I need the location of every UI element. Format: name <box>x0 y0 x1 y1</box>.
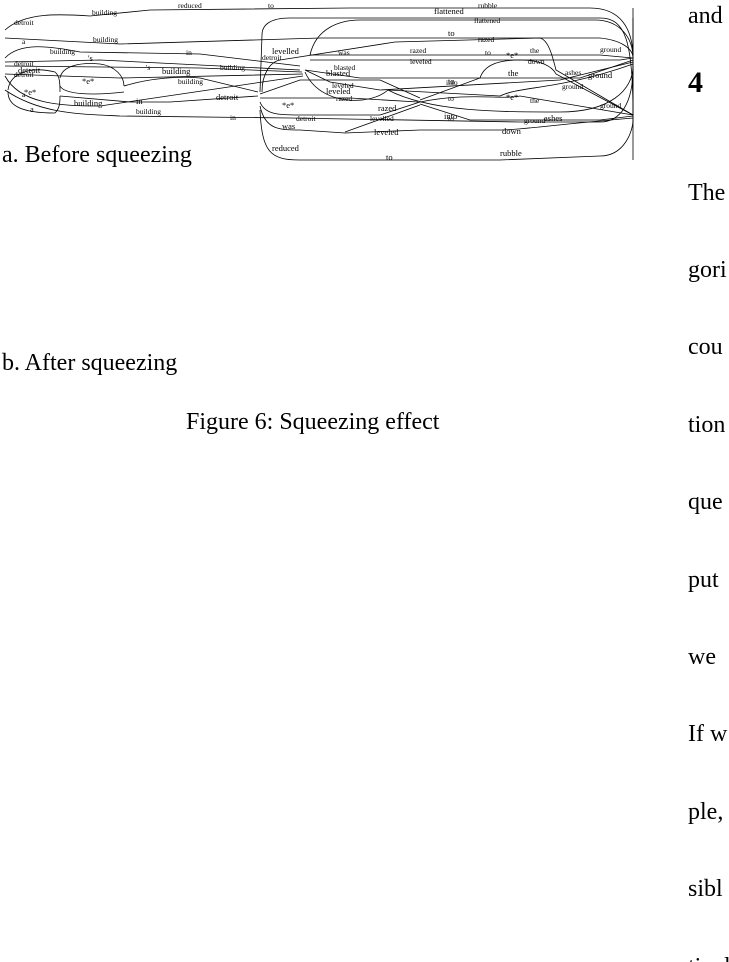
right-column-text: The gori cou tion que put we If w ple, s… <box>688 129 729 962</box>
lattice-after-diagram: flattened to levelled 's *e* detroit *e*… <box>0 0 640 200</box>
lattice-after-labels: flattened to levelled 's *e* detroit *e*… <box>18 6 613 162</box>
right-column-top-word: and <box>688 4 729 30</box>
text-line: we <box>688 645 729 671</box>
word-label: leveled <box>374 127 399 137</box>
section-number: 4 <box>688 66 703 100</box>
lattice-after-edges <box>8 18 633 160</box>
word-label: *e* <box>506 92 518 102</box>
word-label: down <box>502 126 522 136</box>
text-line: tion <box>688 413 729 439</box>
word-label: into <box>444 111 457 121</box>
caption-after: b. After squeezing <box>2 350 177 377</box>
word-label: to <box>448 76 455 86</box>
text-line: tivel <box>688 955 729 962</box>
word-label: leveled <box>326 86 351 96</box>
text-line: cou <box>688 335 729 361</box>
word-label: *e* <box>24 87 36 97</box>
word-label: rubble <box>500 148 522 158</box>
word-label: blasted <box>326 68 351 78</box>
word-label: the <box>508 68 519 78</box>
text-line: que <box>688 490 729 516</box>
word-label: was <box>282 121 295 131</box>
text-line: gori <box>688 258 729 284</box>
figure-caption: Figure 6: Squeezing effect <box>186 409 439 436</box>
text-line: The <box>688 181 729 207</box>
word-label: levelled <box>272 46 300 56</box>
word-label: to <box>448 28 455 38</box>
word-label: to <box>386 152 393 162</box>
text-line: sibl <box>688 877 729 903</box>
word-label: ashes <box>544 113 562 123</box>
word-label: razed <box>378 103 397 113</box>
word-label: flattened <box>434 6 464 16</box>
word-label: 's <box>88 53 93 63</box>
word-label: detroit <box>18 65 41 75</box>
text-line: If w <box>688 722 729 748</box>
word-label: detroit <box>216 92 239 102</box>
word-label: *e* <box>506 50 518 60</box>
word-label: a <box>30 104 34 114</box>
word-label: building <box>162 66 191 76</box>
text-line: put <box>688 568 729 594</box>
word-label: in <box>136 96 143 106</box>
word-label: reduced <box>272 143 300 153</box>
word-label: *e* <box>82 76 94 86</box>
word-label: ground <box>588 70 613 80</box>
word-label: *e* <box>282 100 294 110</box>
word-label: building <box>74 98 103 108</box>
text-line: ple, <box>688 800 729 826</box>
